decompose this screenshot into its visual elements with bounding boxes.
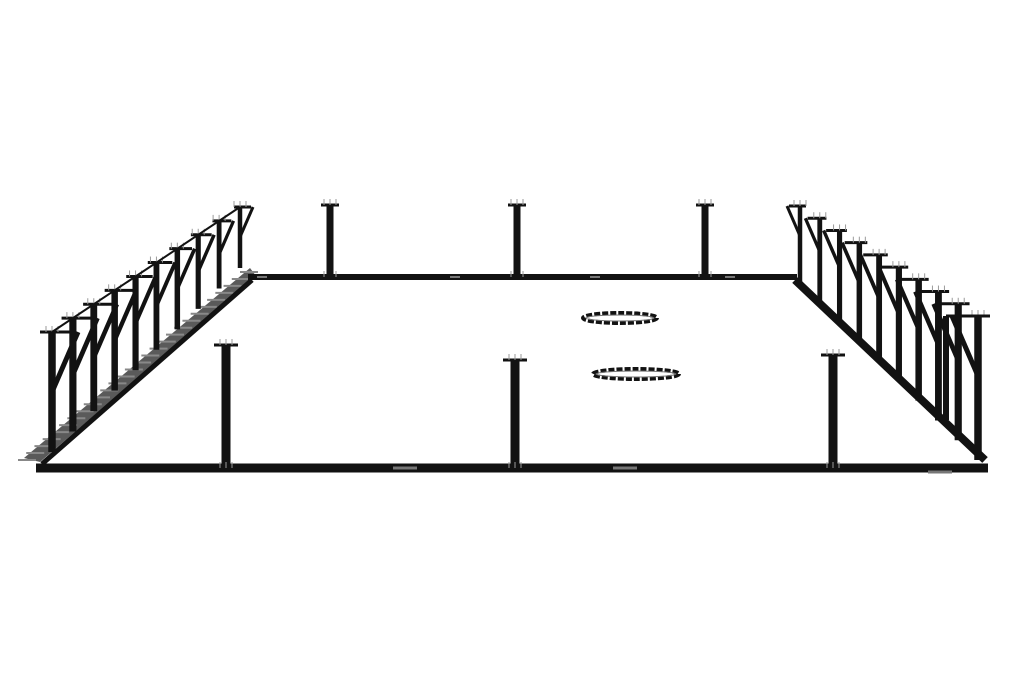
right-truss-row <box>785 200 990 460</box>
left-truss-row <box>40 201 255 452</box>
chain-ring-inner <box>595 370 677 378</box>
chain-ring <box>581 311 659 325</box>
truss-brace <box>949 315 981 377</box>
chain-ring <box>591 367 681 381</box>
truss-brace <box>238 206 255 238</box>
truss-brace <box>803 217 822 253</box>
truss-brace <box>217 220 236 255</box>
right-side-beam <box>792 277 988 463</box>
truss-brace <box>840 241 862 284</box>
truss-brace <box>196 234 216 273</box>
columns <box>214 199 845 468</box>
truss-brace <box>895 278 921 331</box>
truss-brace <box>133 275 158 324</box>
truss-brace <box>175 247 197 290</box>
truss-brace <box>154 261 178 307</box>
chain-ring-inner <box>585 314 655 322</box>
truss-brace <box>858 254 881 299</box>
ring-supports <box>581 311 681 381</box>
truss-brace <box>876 266 901 315</box>
truss-brace <box>913 290 941 346</box>
left-side-beam <box>40 278 254 466</box>
truss-brace <box>785 205 802 237</box>
truss-brace <box>822 229 842 268</box>
truss-top-chord <box>51 206 241 333</box>
grating-deck <box>24 268 256 462</box>
